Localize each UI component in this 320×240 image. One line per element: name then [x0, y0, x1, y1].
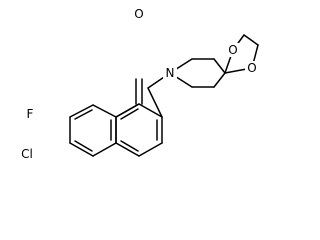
bond	[69, 104, 94, 118]
bond	[138, 142, 163, 157]
bond	[213, 72, 226, 88]
molecule-structure: O N O O F Cl	[17, 7, 259, 161]
carbonyl-oxygen-label: O	[134, 7, 143, 21]
bond	[74, 109, 93, 120]
bond	[120, 108, 139, 120]
structure-canvas: O N O O F Cl	[17, 7, 259, 161]
bond	[213, 58, 226, 74]
bond	[138, 103, 163, 118]
chlorine-label: Cl	[21, 147, 33, 161]
bond	[92, 104, 117, 118]
bond	[69, 142, 94, 157]
bond	[74, 140, 93, 152]
nitrogen-label: N	[166, 66, 175, 80]
fluorine-label: F	[27, 107, 34, 121]
bond	[147, 87, 163, 118]
bond	[115, 142, 140, 157]
bond	[92, 142, 117, 157]
atom-labels: O N O O F Cl	[17, 7, 259, 161]
bond	[120, 140, 139, 152]
bond	[243, 34, 259, 46]
ring-oxygen-bottom-label: O	[247, 61, 256, 75]
bond	[115, 103, 140, 118]
ring-oxygen-top-label: O	[228, 43, 237, 57]
